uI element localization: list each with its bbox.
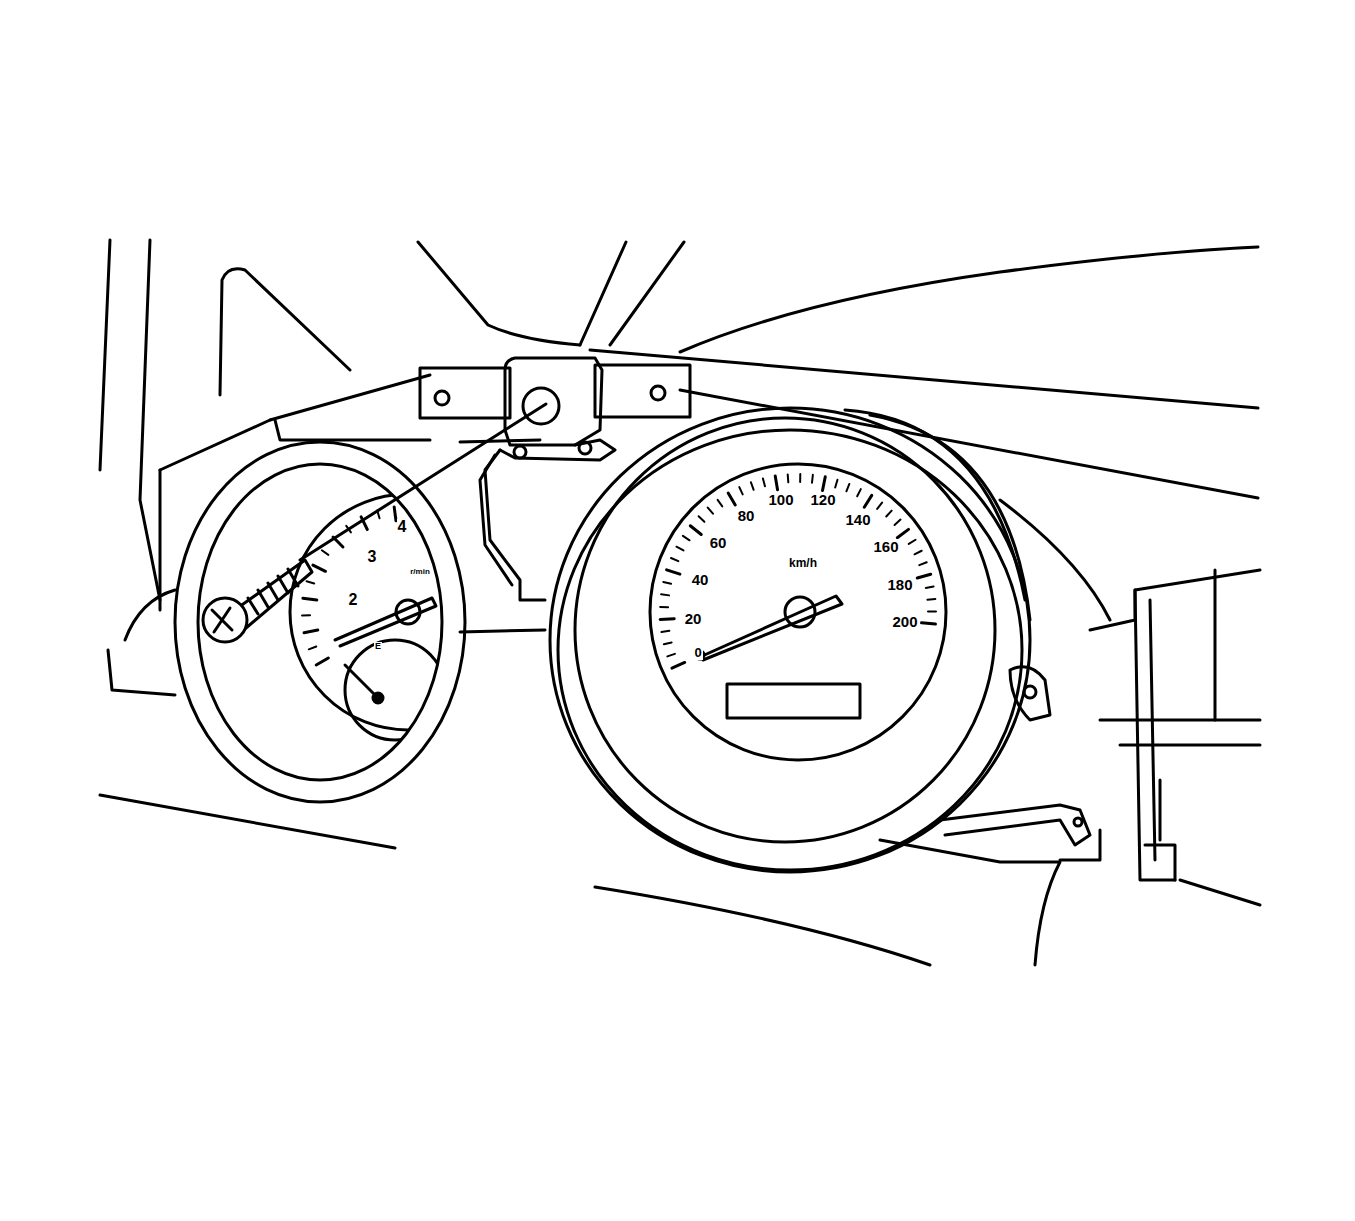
tick-mark [926, 586, 934, 587]
dial-number: r/min [409, 568, 431, 576]
tick-mark [928, 610, 936, 612]
tick-mark [426, 508, 429, 522]
tick-mark [864, 495, 871, 507]
dial-number: 160 [872, 539, 899, 555]
tick-mark [661, 594, 669, 595]
tick-mark [313, 565, 326, 571]
tick-mark [897, 529, 908, 537]
dial-number: 140 [844, 512, 871, 528]
tick-mark [303, 598, 317, 600]
tick-mark [316, 658, 328, 665]
tick-mark [664, 642, 672, 644]
tick-mark [835, 480, 837, 488]
tick-mark [443, 513, 446, 520]
dial-number: 100 [767, 492, 794, 508]
tick-mark [410, 506, 412, 514]
speed-ticks [660, 474, 936, 668]
dial-number: 40 [691, 572, 710, 588]
dial-number: km/h [788, 557, 818, 570]
tick-mark [671, 558, 678, 561]
tick-mark [699, 516, 705, 522]
tick-mark [307, 581, 315, 583]
tick-mark [667, 570, 680, 574]
tick-mark [739, 487, 742, 494]
tick-mark [787, 474, 790, 482]
tick-mark [751, 482, 754, 490]
dial-number: 4 [397, 519, 408, 536]
tick-mark [895, 520, 901, 525]
tick-mark [304, 630, 318, 633]
tach-ticks [302, 506, 461, 665]
dial-number: 120 [809, 492, 836, 508]
tick-mark [922, 623, 936, 624]
tick-mark [927, 598, 935, 601]
tick-mark [676, 547, 683, 551]
dial-number: 60 [709, 535, 728, 551]
dial-number: 2 [348, 592, 359, 609]
dial-number: E [374, 642, 382, 651]
mounting-bracket [420, 358, 690, 600]
tick-mark [660, 617, 674, 621]
tick-mark [309, 647, 316, 650]
tick-mark [877, 503, 882, 509]
screw [203, 404, 546, 642]
tick-mark [728, 493, 735, 505]
dial-number: 20 [684, 611, 703, 627]
tick-mark [708, 508, 713, 514]
tick-mark [857, 489, 861, 496]
tick-mark [322, 550, 329, 555]
dial-number: 180 [886, 577, 913, 593]
tick-mark [683, 536, 690, 540]
tick-mark [909, 540, 916, 544]
tick-mark [919, 562, 926, 565]
tachometer [175, 440, 545, 802]
tick-mark [914, 551, 921, 555]
tick-mark [775, 476, 777, 490]
tick-mark [672, 662, 685, 668]
tick-mark [660, 606, 668, 608]
tick-mark [799, 474, 801, 482]
tick-mark [886, 511, 891, 517]
tick-mark [823, 477, 826, 491]
tick-mark [811, 475, 814, 483]
dial-number: 200 [891, 614, 918, 630]
tick-mark [718, 500, 723, 507]
tick-mark [454, 520, 461, 532]
dial-number: 3 [367, 549, 378, 566]
tick-mark [690, 526, 701, 535]
dial-number: 0 [693, 646, 702, 660]
tick-mark [302, 614, 310, 616]
dashboard-lines [100, 240, 1260, 965]
tick-mark [661, 631, 669, 632]
tick-mark [763, 479, 765, 487]
dial-number: 80 [737, 508, 756, 524]
tick-mark [667, 654, 675, 657]
tick-mark [917, 574, 930, 578]
tick-mark [846, 484, 849, 491]
speedometer [550, 408, 1030, 872]
tick-mark [663, 582, 671, 584]
